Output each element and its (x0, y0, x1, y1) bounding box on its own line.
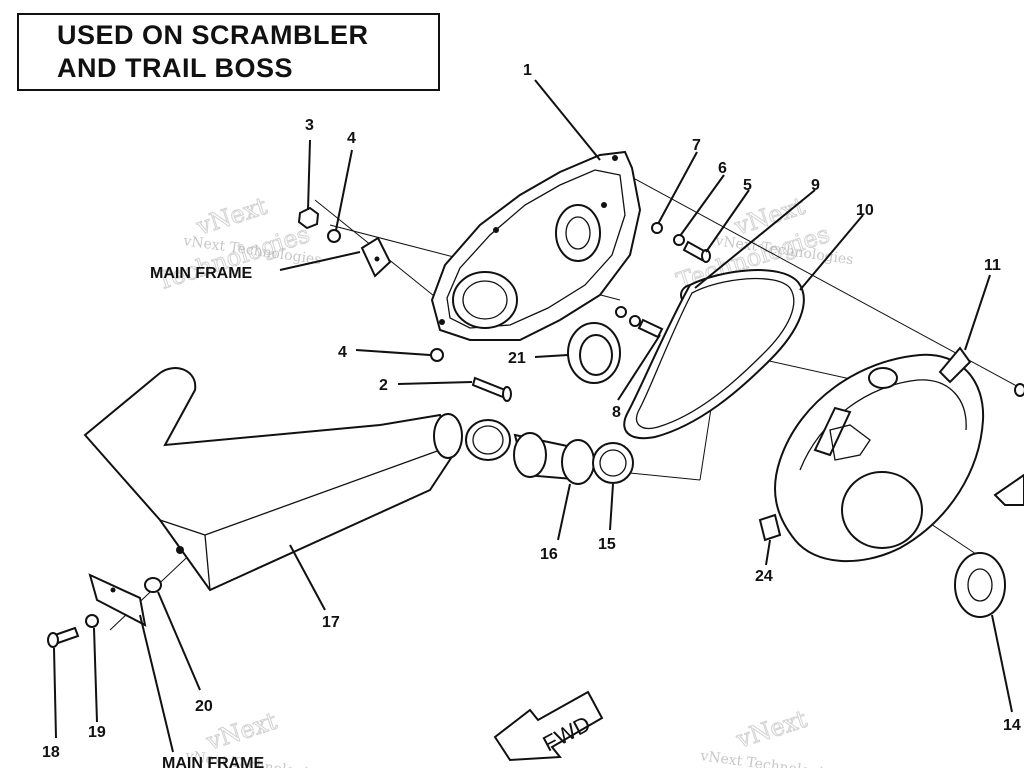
callout-24: 24 (755, 568, 773, 585)
callout-4-lower: 4 (338, 344, 347, 361)
seal-ring (567, 322, 621, 384)
callout-10: 10 (856, 202, 874, 219)
callout-11: 11 (984, 257, 1001, 274)
callout-3: 3 (305, 117, 314, 134)
callout-17: 17 (322, 614, 340, 631)
main-frame-label-upper: MAIN FRAME (150, 265, 253, 282)
title-line-1: USED ON SCRAMBLER (57, 20, 369, 50)
lower-frame-bracket (88, 573, 147, 627)
watermark-company-4: vNext Technologies (698, 748, 839, 768)
callout-1: 1 (523, 62, 532, 79)
main-frame-label-lower: MAIN FRAME (162, 755, 265, 768)
gasket-washer (954, 552, 1006, 618)
callout-21: 21 (508, 350, 526, 367)
callout-numbers: 1 2 3 4 4 5 6 7 8 9 10 11 14 15 16 17 18… (42, 62, 1021, 761)
callout-14: 14 (1003, 717, 1021, 734)
outer-case-cover (774, 346, 1024, 563)
inner-case-plate (430, 150, 642, 341)
callout-7: 7 (692, 137, 701, 154)
callout-4-upper: 4 (347, 130, 356, 147)
watermark-brand-1: vNext (192, 192, 270, 241)
title-line-2: AND TRAIL BOSS (57, 53, 294, 83)
forward-arrow: FWD (493, 690, 604, 762)
callout-5: 5 (743, 177, 752, 194)
watermark-brand-4: vNext (732, 705, 810, 754)
callout-16: 16 (540, 546, 558, 563)
title-box: USED ON SCRAMBLER AND TRAIL BOSS (17, 13, 440, 91)
callout-19: 19 (88, 724, 106, 741)
callout-8: 8 (612, 404, 621, 421)
callout-20: 20 (195, 698, 213, 715)
callout-2: 2 (379, 377, 388, 394)
air-duct (83, 367, 463, 592)
drive-chain (623, 269, 805, 440)
callout-9: 9 (811, 177, 820, 194)
watermark-brand-3: vNext (202, 707, 280, 756)
upper-frame-bracket (360, 236, 392, 278)
callout-15: 15 (598, 536, 616, 553)
duct-rings (465, 419, 634, 485)
callout-18: 18 (42, 744, 60, 761)
leader-lines (53, 79, 1013, 753)
callout-6: 6 (718, 160, 727, 177)
